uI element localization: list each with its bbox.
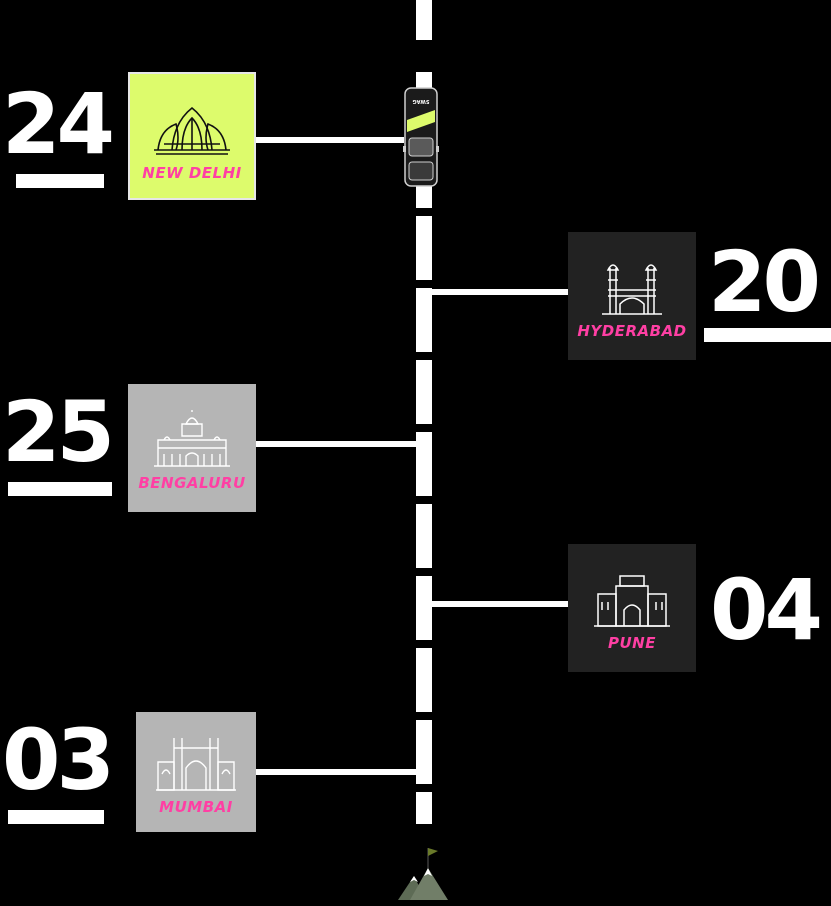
city-tile-bengaluru[interactable]: BENGALURU xyxy=(128,384,256,512)
city-tile-pune[interactable]: PUNE xyxy=(568,544,696,672)
palace-icon xyxy=(154,410,230,467)
stop-count: 25 xyxy=(2,383,115,481)
city-name: HYDERABAD xyxy=(577,322,687,340)
road-segment xyxy=(416,360,432,424)
road-segment xyxy=(416,648,432,712)
lotus-temple-icon xyxy=(154,106,230,155)
city-tile-hyderabad[interactable]: HYDERABAD xyxy=(568,232,696,360)
city-tile-mumbai[interactable]: MUMBAI xyxy=(136,712,256,832)
stop-count: 04 xyxy=(710,561,823,659)
city-name: NEW DELHI xyxy=(142,164,242,182)
count-underline xyxy=(704,328,831,342)
count-underline xyxy=(8,482,112,496)
stop-count: 03 xyxy=(2,711,115,809)
road-segment xyxy=(416,792,432,824)
road-segment xyxy=(416,432,432,496)
connector-pune xyxy=(430,601,572,607)
city-name: PUNE xyxy=(608,634,656,652)
connector-bengaluru xyxy=(256,441,418,447)
count-underline xyxy=(16,174,104,188)
city-tile-new-delhi[interactable]: NEW DELHI xyxy=(128,72,256,200)
road-segment xyxy=(416,288,432,352)
stop-count: 20 xyxy=(708,233,821,331)
flag-mountain-icon xyxy=(398,848,448,900)
count-underline xyxy=(8,810,104,824)
svg-text:SWAG: SWAG xyxy=(413,98,430,104)
road-segment xyxy=(416,0,432,40)
car-icon: SWAG xyxy=(403,87,439,187)
charminar-icon xyxy=(602,264,662,315)
road-segment xyxy=(416,720,432,784)
city-name: MUMBAI xyxy=(159,798,233,816)
stop-count: 24 xyxy=(2,75,115,173)
road-segment xyxy=(416,216,432,280)
road-segment xyxy=(416,504,432,568)
gateway-of-india-icon xyxy=(156,738,236,791)
shaniwar-wada-icon xyxy=(594,575,670,627)
connector-hyderabad xyxy=(430,289,572,295)
connector-new-delhi xyxy=(256,137,404,143)
road-segment xyxy=(416,576,432,640)
city-name: BENGALURU xyxy=(138,474,246,492)
connector-mumbai xyxy=(256,769,418,775)
